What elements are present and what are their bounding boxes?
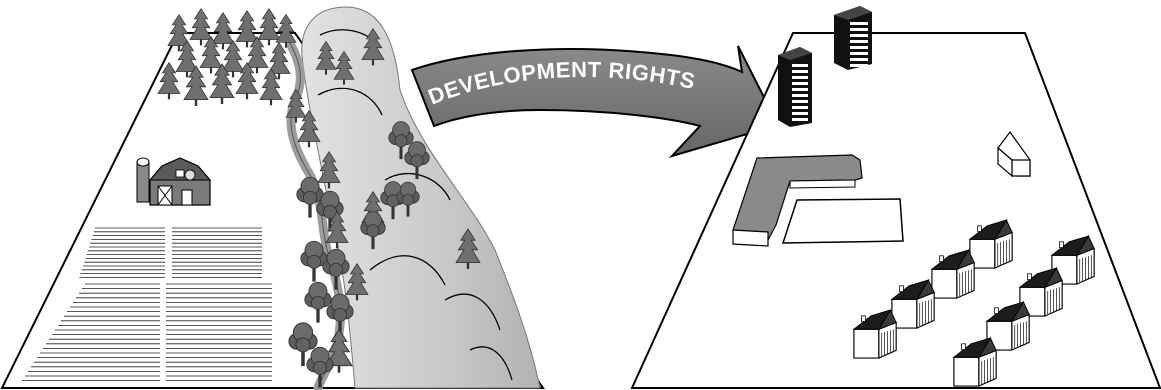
tower-window [792, 112, 808, 115]
tower-window [792, 88, 808, 91]
outbuilding [997, 130, 1031, 178]
farmland-parcel [0, 6, 545, 390]
development-rights-arrow: DEVELOPMENT RIGHTS [410, 45, 780, 158]
crop-fields [22, 227, 272, 382]
tower-window [792, 94, 808, 97]
tower-window [792, 76, 808, 79]
commercial-building [732, 154, 863, 247]
tower-window [850, 52, 868, 55]
tower-icon [834, 6, 872, 70]
tower-window [850, 46, 868, 49]
tower-window [792, 70, 808, 73]
tower-window [850, 22, 868, 25]
tower-window [792, 82, 808, 85]
tower-window [850, 34, 868, 37]
tower-window [850, 28, 868, 31]
parking-lot [781, 198, 904, 244]
tower-window [792, 106, 808, 109]
tower-window [850, 64, 868, 67]
tower-window [792, 100, 808, 103]
tower-window [850, 58, 868, 61]
tower-window [850, 40, 868, 43]
tower-icon [778, 47, 812, 127]
tower-window [792, 64, 808, 67]
barn-icon [136, 157, 212, 206]
developed-parcel [630, 6, 1161, 389]
tower-window [792, 118, 808, 121]
